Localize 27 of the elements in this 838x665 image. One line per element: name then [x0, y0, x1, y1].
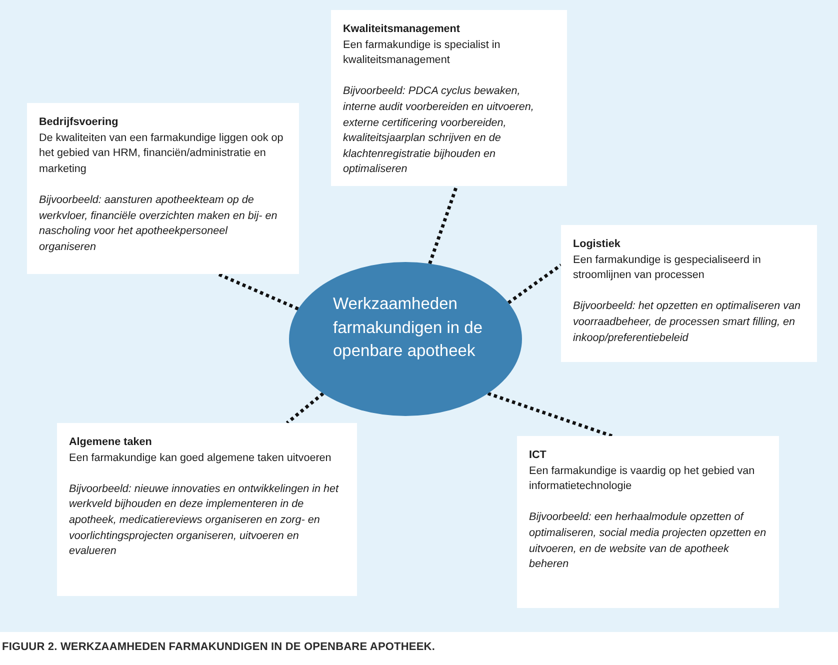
card-heading: Bedrijfsvoering [39, 115, 120, 130]
card-heading: Kwaliteitsmanagement [343, 22, 461, 37]
dotted-connector [286, 392, 324, 424]
example-text: Bijvoorbeeld: PDCA cyclus bewaken, interne audit voorbereiden en uitvoeren, externe certificering voorbereiden, kwaliteitsjaarplan schrijven en de klachtenregistratie bijhouden en optimaliseren [343, 84, 535, 178]
topic-title: Werkzaamheden farmakundigen in de openbare apotheek [333, 294, 484, 362]
card-text: Een farmakundige is vaardig op het gebied van informatietechnologie [529, 464, 756, 494]
card-heading: Algemene taken [69, 435, 153, 450]
card-text: Een farmakundige is specialist in kwaliteitsmanagement [343, 38, 502, 68]
example-text: Bijvoorbeeld: het opzetten en optimaliseren van voorraadbeheer, de processen smart filling, en inkoop/preferentiebeleid [573, 299, 802, 346]
card-heading: ICT [529, 448, 548, 463]
dotted-connector [487, 392, 613, 438]
dotted-connector [507, 264, 562, 304]
topic-ellipse [289, 262, 522, 416]
card-text: Een farmakundige kan goed algemene taken uitvoeren [69, 450, 332, 466]
card-heading: Logistiek [573, 237, 622, 252]
example-text: Bijvoorbeeld: aansturen apotheekteam op de werkvloer, financiële overzichten maken en bij- en nascholing voor het apotheekpersoneel organiseren [39, 192, 278, 255]
figure-caption: FIGUUR 2. WERKZAAMHEDEN FARMAKUNDIGEN IN DE OPENBARE APOTHEEK. [2, 641, 435, 653]
info-card [561, 225, 817, 362]
info-card [331, 10, 567, 186]
card-text: De kwaliteiten van een farmakundige liggen ook op het gebied van HRM, financiën/administratie en marketing [39, 130, 284, 177]
example-text: Bijvoorbeeld: nieuwe innovaties en ontwikkelingen in het werkveld bijhouden en deze implementeren in de apotheek, medicatiereviews organiseren en zorg- en voorlichtingsprojecten organiseren, uitvoeren en evalueren [69, 482, 340, 560]
info-card [27, 103, 299, 274]
info-card [517, 436, 779, 608]
card-text: Een farmakundige is gespecialiseerd in stroomlijnen van processen [573, 252, 762, 284]
example-text: Bijvoorbeeld: een herhaalmodule opzetten of optimaliseren, social media projecten opzetten en uitvoeren, en de website van de apotheek beheren [529, 510, 767, 572]
dotted-connector [217, 272, 299, 310]
info-card [57, 423, 357, 596]
